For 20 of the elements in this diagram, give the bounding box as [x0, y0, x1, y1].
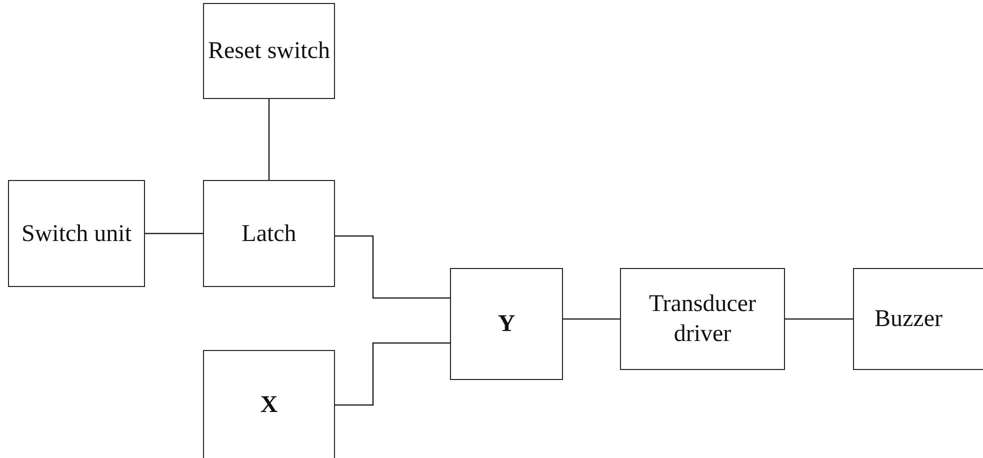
block-box [203, 350, 335, 458]
block-box [203, 3, 335, 99]
block-box [8, 180, 145, 287]
connector-line [335, 342, 450, 406]
block-label: Reset switch [208, 37, 330, 66]
block-label: Transducer driver [648, 290, 758, 349]
block-box [203, 180, 335, 287]
block-label: X [260, 390, 278, 420]
block-box [620, 268, 785, 370]
block-box [853, 268, 983, 370]
connector-line [268, 99, 270, 180]
connector-line [145, 232, 203, 234]
connector-line [563, 318, 620, 320]
block-label: Switch unit [21, 220, 132, 248]
connector-line [785, 318, 853, 320]
block-label: Y [498, 310, 516, 339]
block-label: Buzzer [874, 305, 942, 334]
connector-line [335, 235, 450, 299]
block-box [450, 268, 563, 380]
block-label: Latch [242, 220, 296, 248]
